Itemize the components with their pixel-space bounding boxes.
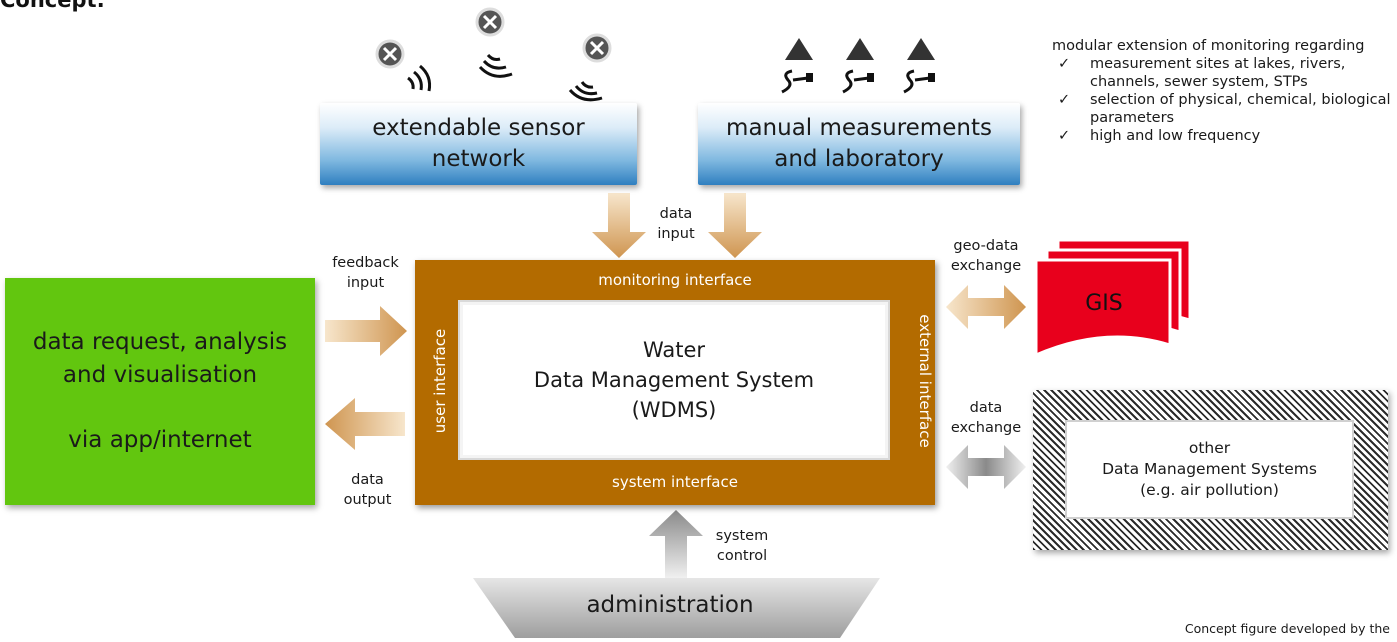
page-title: Concept: xyxy=(0,0,105,12)
user-box-line: data request, analysis xyxy=(32,329,288,355)
feedback-input-arrow xyxy=(325,306,407,356)
wdms-box: monitoring interface system interface us… xyxy=(415,260,935,505)
notes-panel: modular extension of monitoring regardin… xyxy=(1052,37,1392,145)
data-exchange-arrow xyxy=(946,445,1026,489)
user-access-box: data request, analysis and visualisation… xyxy=(5,278,315,505)
sensor-icon xyxy=(568,33,612,102)
data-output-label: data output xyxy=(343,472,392,508)
sampling-icon xyxy=(842,38,874,94)
geo-data-exchange-arrow xyxy=(946,285,1026,329)
sampling-icon xyxy=(781,38,813,94)
other-dms-box: other Data Management Systems (e.g. air … xyxy=(1033,390,1388,550)
sensor-network-box: extendable sensor network xyxy=(320,103,637,185)
sensor-icon xyxy=(375,39,432,92)
gis-label: GIS xyxy=(1085,291,1123,316)
user-box-line: and visualisation xyxy=(62,362,258,388)
sampling-icon xyxy=(903,38,935,94)
notes-intro: modular extension of monitoring regardin… xyxy=(1052,38,1365,54)
data-input-arrow xyxy=(708,193,762,258)
data-input-arrow xyxy=(592,193,646,258)
external-interface-label: external interface xyxy=(916,314,934,448)
other-dms-label: other Data Management Systems (e.g. air … xyxy=(1065,420,1354,519)
feedback-input-label: feedback input xyxy=(332,255,399,291)
administration-shape xyxy=(473,578,880,638)
system-interface-label: system interface xyxy=(612,473,738,491)
data-input-label: data input xyxy=(657,206,695,242)
geo-data-exchange-label: geo-data exchange xyxy=(950,238,1022,274)
list-item: measurement sites at lakes, rivers, chan… xyxy=(1052,55,1392,91)
gis-icon xyxy=(1034,238,1192,358)
notes-list: measurement sites at lakes, rivers, chan… xyxy=(1052,55,1392,145)
system-control-arrow xyxy=(649,510,703,578)
list-item: selection of physical, chemical, biologi… xyxy=(1052,91,1392,127)
sensor-icon xyxy=(475,7,513,78)
manual-measurements-box: manual measurements and laboratory xyxy=(698,103,1020,185)
user-interface-label: user interface xyxy=(431,328,449,434)
administration-label: administration xyxy=(586,592,754,618)
monitoring-interface-label: monitoring interface xyxy=(598,271,752,289)
system-control-label: system control xyxy=(715,528,769,564)
wdms-title: Water Data Management System (WDMS) xyxy=(460,302,888,458)
list-item: high and low frequency xyxy=(1052,127,1392,145)
data-exchange-label: data exchange xyxy=(950,400,1022,436)
user-box-line: via app/internet xyxy=(68,427,252,453)
credit-text: Concept figure developed by the xyxy=(1184,621,1390,636)
data-output-arrow xyxy=(325,398,405,450)
